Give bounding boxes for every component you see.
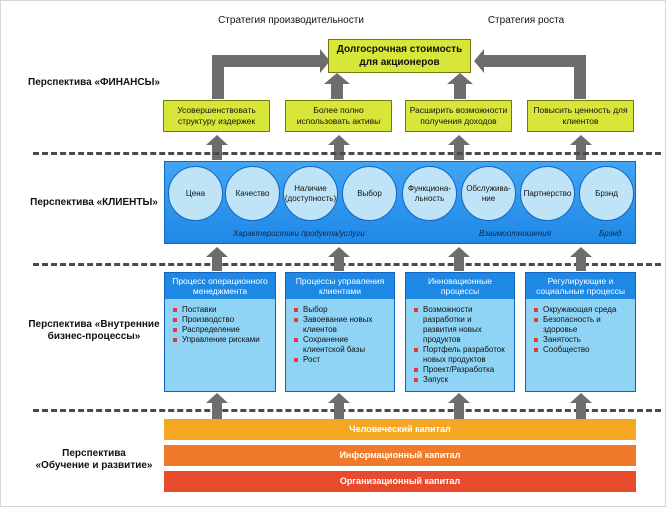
arrow-up-6 [334, 257, 344, 271]
process-innovation-list: Возможности разработки и развития новых … [406, 299, 514, 391]
list-item: Занятость [534, 335, 627, 345]
human-capital-bar: Человеческий капитал [164, 419, 636, 440]
connector-mid2-head [447, 73, 473, 84]
list-item: Производство [173, 315, 267, 325]
perspective-learning-label: Перспектива «Обучение и развитие» [19, 448, 169, 472]
perspective-learning-line2: «Обучение и развитие» [35, 460, 153, 471]
arrow-up-5-head [206, 247, 228, 257]
list-item: Распределение [173, 325, 267, 335]
arrow-up-7-head [448, 247, 470, 257]
list-item: Портфель разработок новых продуктов [414, 345, 506, 365]
process-innovation: Инновационные процессы Возможности разра… [405, 272, 515, 392]
process-innovation-title: Инновационные процессы [406, 273, 514, 299]
client-attribute-partnership: Партнерство [520, 166, 575, 221]
arrow-up-7 [454, 257, 464, 271]
connector-mid1-head [324, 73, 350, 84]
perspective-clients-label: Перспектива «КЛИЕНТЫ» [30, 197, 158, 208]
arrow-up-10 [334, 403, 344, 419]
finance-goal-costs: Усовершенствовать структуру издержек [163, 100, 270, 132]
arrow-up-1-head [206, 135, 228, 145]
arrow-up-3-head [448, 135, 470, 145]
list-item: Управление рисками [173, 335, 267, 345]
finance-goal-customer-value: Повысить ценность для клиентов [527, 100, 634, 132]
strategy-productivity-label: Стратегия производительности [218, 15, 364, 26]
client-attribute-price: Цена [168, 166, 223, 221]
arrow-up-9-head [206, 393, 228, 403]
perspective-internal-line2: бизнес-процессы» [47, 331, 141, 342]
arrow-up-11 [454, 403, 464, 419]
process-operations-title: Процесс операционного менеджмента [165, 273, 275, 299]
client-attribute-quality: Качество [225, 166, 280, 221]
list-item: Поставки [173, 305, 267, 315]
list-item: Выбор [294, 305, 386, 315]
arrow-up-12 [576, 403, 586, 419]
arrow-up-5 [212, 257, 222, 271]
process-operations: Процесс операционного менеджмента Постав… [164, 272, 276, 392]
process-customer-management-title: Процессы управления клиентами [286, 273, 394, 299]
arrow-up-10-head [328, 393, 350, 403]
process-operations-list: Поставки Производство Распределение Упра… [165, 299, 275, 351]
separator-2 [33, 263, 661, 266]
arrow-up-8-head [570, 247, 592, 257]
arrow-up-4-head [570, 135, 592, 145]
caption-brand: Брэнд [599, 229, 622, 238]
arrow-up-6-head [328, 247, 350, 257]
arrow-up-12-head [570, 393, 592, 403]
perspective-learning-line1: Перспектива [62, 448, 126, 459]
arrow-up-2-head [328, 135, 350, 145]
list-item: Возможности разработки и развития новых … [414, 305, 506, 345]
client-attribute-brand: Брэнд [579, 166, 634, 221]
arrow-up-8 [576, 257, 586, 271]
list-item: Рост [294, 355, 386, 365]
client-attribute-choice: Выбор [342, 166, 397, 221]
client-attribute-availability: Наличие (доступность) [283, 166, 338, 221]
list-item: Безопасность и здоровье [534, 315, 627, 335]
perspective-finance-label: Перспектива «ФИНАНСЫ» [28, 77, 160, 88]
separator-3 [33, 409, 661, 412]
shareholder-value-box: Долгосрочная стоимость для акционеров [328, 39, 471, 73]
perspective-internal-line1: Перспектива «Внутренние [28, 319, 160, 330]
caption-relations: Взаимоотношения [479, 229, 551, 238]
connector-left-horizontal [212, 55, 324, 67]
perspective-internal-label: Перспектива «Внутренние бизнес-процессы» [19, 319, 169, 343]
client-attribute-functionality: Функциона-льность [402, 166, 457, 221]
arrow-up-9 [212, 403, 222, 419]
process-regulatory-social: Регулирующие и социальные процессы Окруж… [525, 272, 636, 392]
connector-mid1-shaft [331, 83, 343, 99]
strategy-growth-label: Стратегия роста [487, 15, 565, 26]
list-item: Окружающая среда [534, 305, 627, 315]
separator-1 [33, 152, 661, 155]
client-attribute-service: Обслужива-ние [461, 166, 516, 221]
arrow-head-left [474, 49, 484, 73]
organizational-capital-bar: Организационный капитал [164, 471, 636, 492]
finance-goal-assets: Более полно использовать активы [285, 100, 392, 132]
list-item: Завоевание новых клиентов [294, 315, 386, 335]
finance-goal-revenue: Расширить возможности получения доходов [405, 100, 512, 132]
arrow-head-right [320, 49, 330, 73]
list-item: Запуск [414, 375, 506, 385]
information-capital-bar: Информационный капитал [164, 445, 636, 466]
list-item: Сообщество [534, 345, 627, 355]
connector-mid2-shaft [454, 83, 466, 99]
process-customer-management: Процессы управления клиентами Выбор Заво… [285, 272, 395, 392]
caption-product-characteristics: Характеристики продукта/услуги [233, 229, 365, 238]
list-item: Сохранение клиентской базы [294, 335, 386, 355]
arrow-up-11-head [448, 393, 470, 403]
process-regulatory-social-title: Регулирующие и социальные процессы [526, 273, 635, 299]
process-regulatory-social-list: Окружающая среда Безопасность и здоровье… [526, 299, 635, 361]
process-customer-management-list: Выбор Завоевание новых клиентов Сохранен… [286, 299, 394, 371]
list-item: Проект/Разработка [414, 365, 506, 375]
connector-right-horizontal [483, 55, 586, 67]
